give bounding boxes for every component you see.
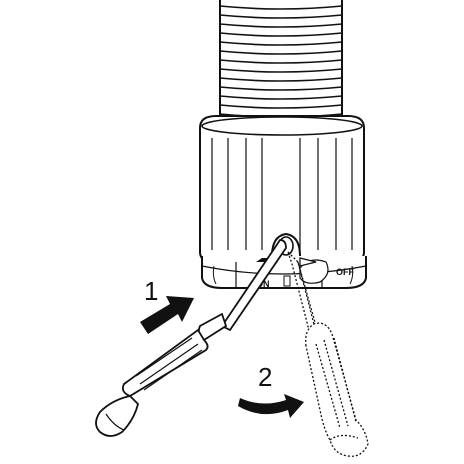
hose-rib <box>219 59 343 64</box>
hose-rib <box>219 104 343 109</box>
corrugated-hose <box>219 0 343 130</box>
hose-rib <box>219 86 343 91</box>
screwdriver-rotated-icon <box>287 251 369 457</box>
step-1: 1 <box>140 276 194 334</box>
hose-rib <box>219 5 343 10</box>
selector-ring: ON OFF <box>201 256 367 289</box>
step-2: 2 <box>238 362 304 418</box>
screwdriver-icon <box>95 239 287 437</box>
hose-rib <box>219 32 343 37</box>
right-indicator-icon <box>299 257 317 267</box>
hose-rib <box>219 95 343 100</box>
hose-rib <box>219 14 343 19</box>
hose-rib <box>219 77 343 82</box>
push-arrow-icon <box>140 296 194 334</box>
coupling-nut <box>199 115 365 263</box>
step-1-number: 1 <box>144 276 158 306</box>
on-label: ON <box>256 279 270 289</box>
hose-rib <box>219 50 343 55</box>
step-2-number: 2 <box>258 362 272 392</box>
off-label: OFF <box>336 267 354 277</box>
rotate-arrow-icon <box>238 394 304 418</box>
hose-rib <box>219 41 343 46</box>
hose-rib <box>219 23 343 28</box>
hose-rib <box>219 68 343 73</box>
